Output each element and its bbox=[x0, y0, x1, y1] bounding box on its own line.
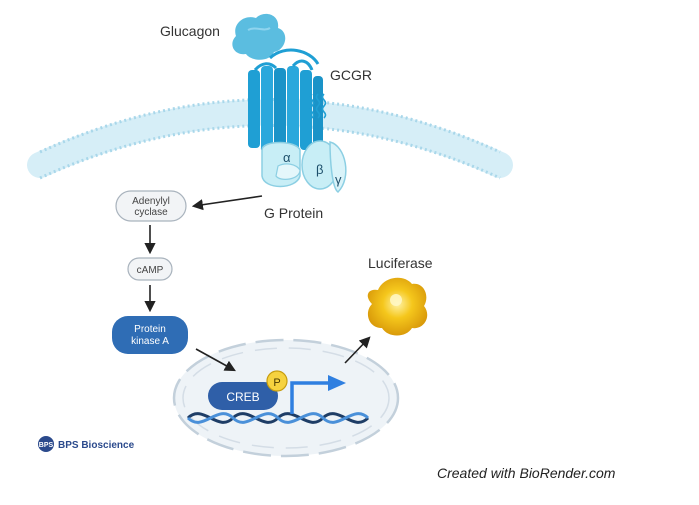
glucagon-ligand-icon bbox=[232, 13, 286, 60]
gcgr-label: GCGR bbox=[330, 67, 372, 83]
biorender-credit: Created with BioRender.com bbox=[437, 465, 616, 481]
bps-bioscience-logo: BPS BPS Bioscience bbox=[38, 436, 135, 452]
camp-label: cAMP bbox=[137, 265, 164, 276]
lipid-anchor-icon bbox=[309, 93, 327, 119]
glucagon-label: Glucagon bbox=[160, 23, 220, 39]
creb-node bbox=[208, 382, 278, 410]
transcription-arrowhead-icon bbox=[328, 375, 346, 391]
g-protein-label: G Protein bbox=[264, 205, 323, 221]
arrow-to-luciferase bbox=[344, 336, 371, 364]
adenylyl-cyclase-label-line1: Adenylyl bbox=[132, 196, 170, 207]
phosphate-label: P bbox=[273, 377, 280, 389]
arrow-pka-to-creb bbox=[195, 348, 236, 372]
dna-helix-icon bbox=[186, 412, 370, 424]
svg-text:BPS: BPS bbox=[39, 442, 54, 449]
luciferase-label: Luciferase bbox=[368, 255, 433, 271]
nucleus bbox=[172, 338, 400, 458]
creb-label: CREB bbox=[226, 390, 259, 404]
logo-text: BPS Bioscience bbox=[58, 440, 135, 451]
protein-kinase-a-node bbox=[112, 316, 188, 354]
phosphate-node bbox=[266, 370, 288, 392]
luciferase-protein-icon bbox=[367, 277, 428, 336]
camp-node bbox=[127, 257, 173, 281]
transcription-start-arrow bbox=[290, 381, 330, 414]
beta-subunit-label: β bbox=[316, 162, 323, 177]
g-protein-complex-icon bbox=[261, 140, 347, 193]
gcgr-receptor-icon bbox=[248, 48, 323, 158]
protein-kinase-a-label-line2: kinase A bbox=[131, 336, 169, 347]
adenylyl-cyclase-label-line2: cyclase bbox=[134, 207, 168, 218]
protein-kinase-a-label-line1: Protein bbox=[134, 324, 166, 335]
gamma-subunit-label: γ bbox=[335, 172, 342, 187]
arrow-gprotein-to-adenylyl bbox=[191, 195, 263, 211]
alpha-subunit-label: α bbox=[283, 150, 291, 165]
adenylyl-cyclase-node bbox=[115, 190, 187, 222]
